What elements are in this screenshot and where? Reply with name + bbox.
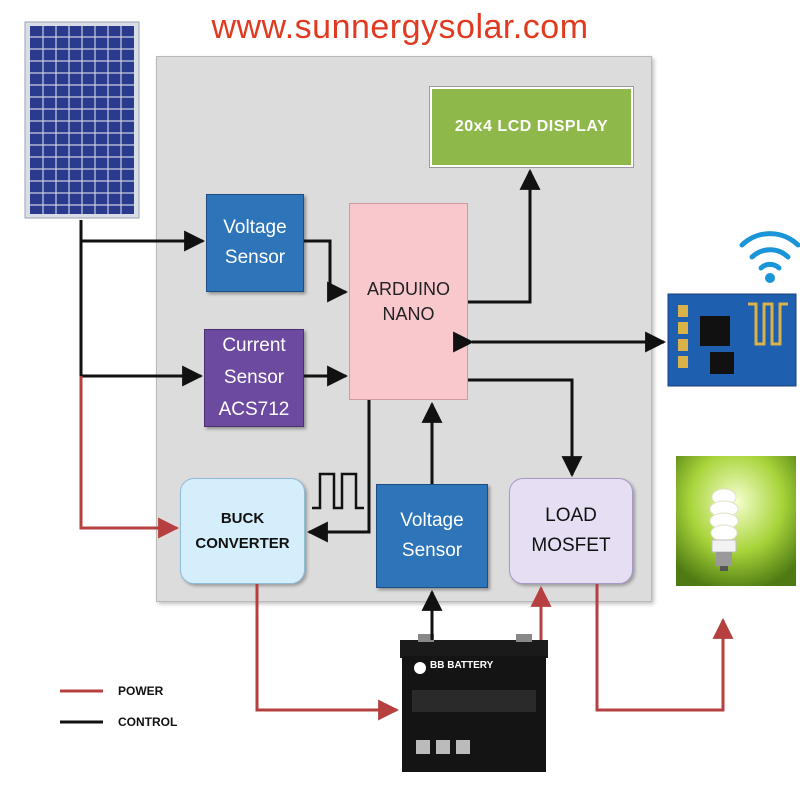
- legend-control-label: CONTROL: [118, 715, 178, 729]
- site-url: www.sunnergysolar.com: [211, 8, 589, 46]
- load-mosfet-line1: LOAD: [545, 505, 597, 526]
- arduino-nano-block: ARDUINO NANO: [349, 203, 468, 400]
- current-sensor-line1: Current: [222, 335, 286, 356]
- voltage-sensor-top-block: Voltage Sensor: [206, 194, 304, 292]
- voltage-sensor-top-line2: Sensor: [224, 247, 286, 268]
- wifi-icon: [739, 231, 800, 271]
- lcd-display-block: 20x4 LCD DISPLAY: [429, 86, 634, 168]
- voltage-sensor-bottom-block: Voltage Sensor: [376, 484, 488, 588]
- current-sensor-line3: ACS712: [218, 399, 290, 420]
- legend-power-label: POWER: [118, 684, 164, 698]
- voltage-sensor-bottom-line2: Sensor: [401, 540, 463, 561]
- current-sensor-line2: Sensor: [223, 367, 285, 388]
- load-mosfet-line2: MOSFET: [531, 535, 611, 556]
- battery-brand-label: BB BATTERY: [430, 660, 494, 671]
- voltage-sensor-top-line1: Voltage: [223, 217, 287, 238]
- arduino-line2: NANO: [382, 303, 435, 324]
- load-mosfet-block: LOAD MOSFET: [509, 478, 633, 584]
- wifi-dot-icon: [765, 273, 775, 283]
- cfl-bulb-icon: [676, 456, 796, 586]
- wifi-module-icon: [667, 293, 797, 387]
- voltage-sensor-bottom-line1: Voltage: [400, 510, 464, 531]
- buck-line1: BUCK: [220, 510, 265, 527]
- buck-line2: CONVERTER: [195, 535, 290, 552]
- current-sensor-block: Current Sensor ACS712: [204, 329, 304, 427]
- arduino-line1: ARDUINO: [366, 278, 450, 299]
- battery-icon: [400, 634, 548, 772]
- solar-panel-icon: [24, 21, 140, 219]
- buck-converter-block: BUCK CONVERTER: [180, 478, 305, 584]
